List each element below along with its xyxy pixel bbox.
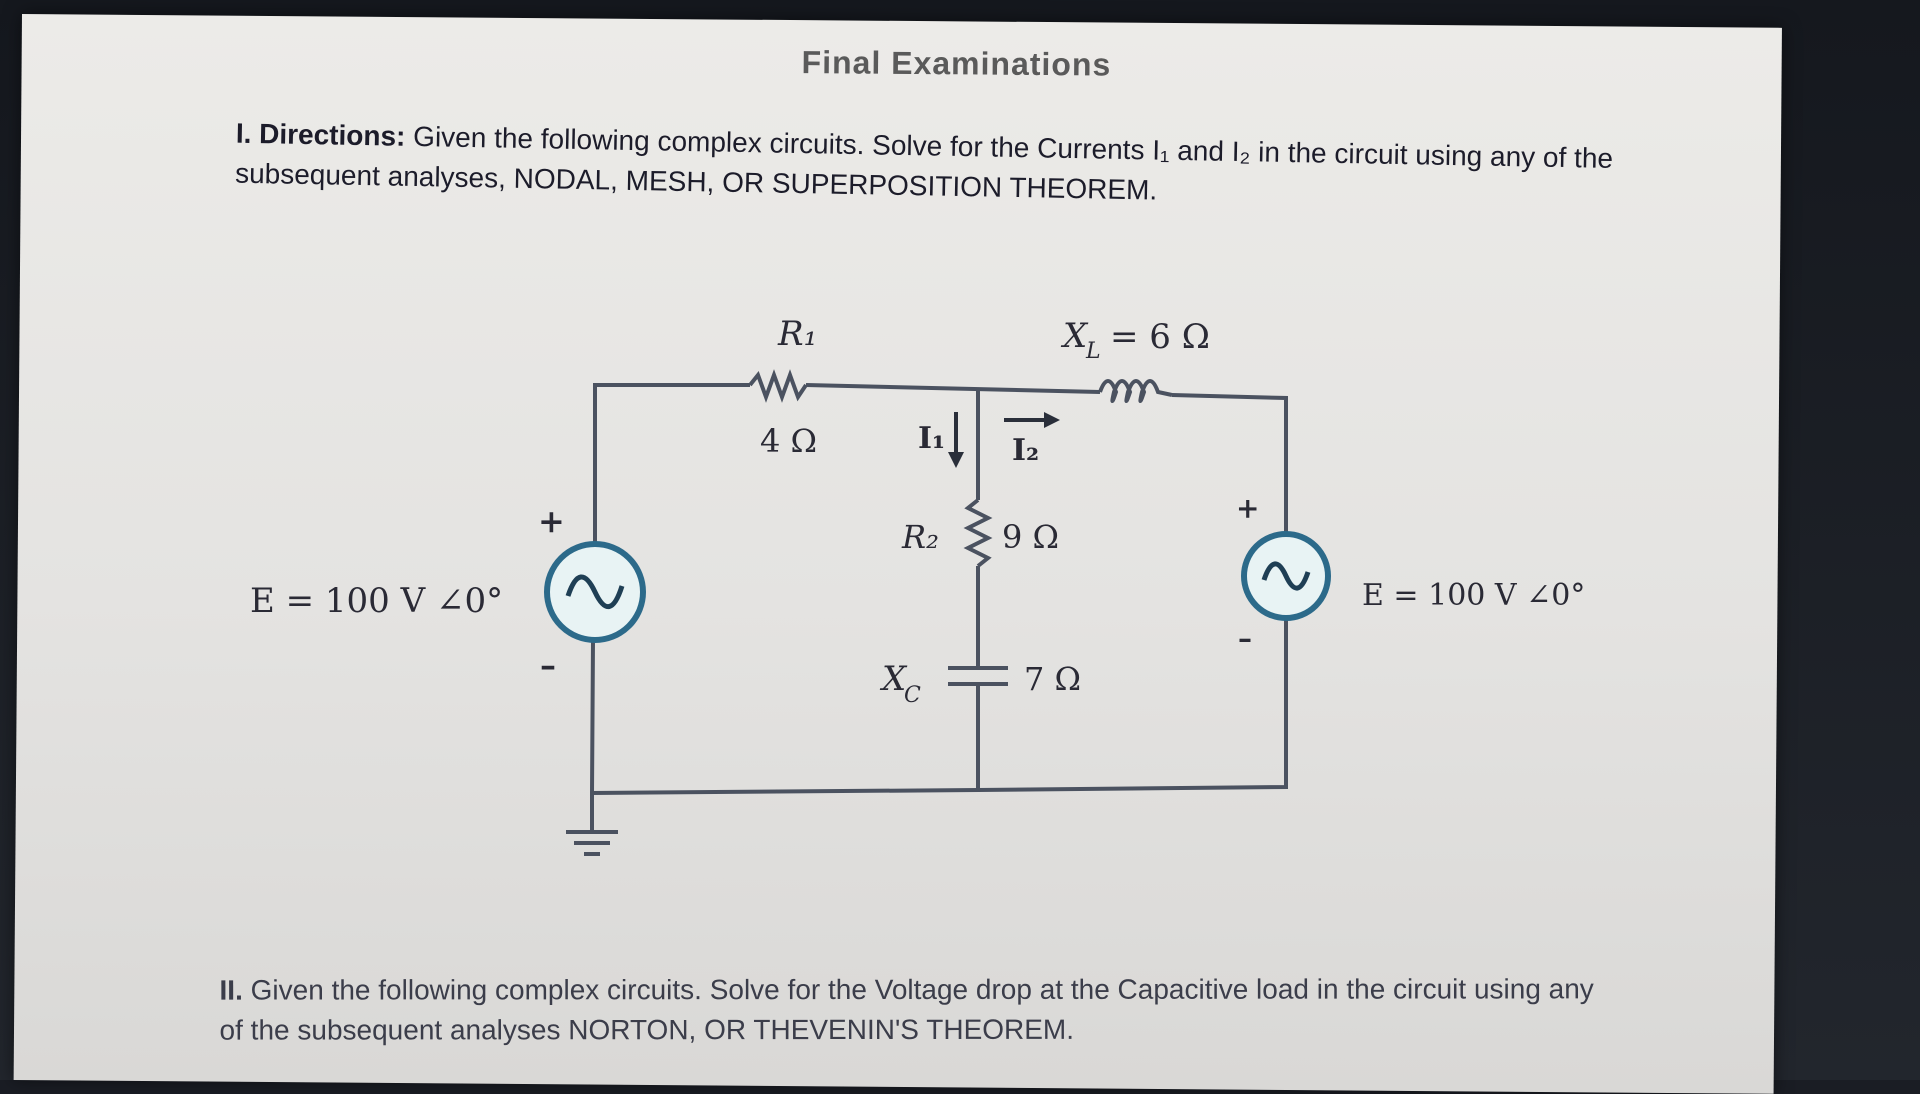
xc-subscript: C [904, 683, 921, 708]
wire-top-left [593, 383, 750, 388]
source-right-label: E = 100 V ∠0° [1362, 578, 1585, 613]
source-left-label: E = 100 V ∠0° [250, 581, 503, 621]
wire-bottom [591, 788, 979, 795]
source-right-plus: + [1236, 492, 1259, 525]
ac-source-left [544, 541, 646, 643]
source-left-plus: + [538, 502, 565, 540]
xc-label: X [879, 659, 908, 699]
wire-top-right [1171, 393, 1288, 548]
inductor-xl [1098, 379, 1173, 403]
xl-value: = 6 Ω [1110, 317, 1210, 357]
wire-right-lower [977, 620, 1288, 792]
i2-label: I₂ [1012, 433, 1039, 468]
source-right-minus: – [1238, 622, 1252, 655]
r1-label: R₁ [777, 314, 817, 354]
r2-label: R₂ [901, 518, 939, 556]
i1-label: I₁ [918, 421, 945, 456]
xc-value: 7 Ω [1024, 660, 1081, 698]
ground-icon [566, 830, 618, 856]
current-i2-arrow [1004, 412, 1060, 428]
resistor-r2 [963, 498, 993, 568]
ac-source-right [1241, 531, 1331, 621]
current-i1-arrow [948, 412, 964, 468]
r2-value: 9 Ω [1002, 518, 1059, 556]
wire-top-mid [805, 383, 1101, 394]
xl-label: X [1060, 316, 1089, 356]
wire-left-lower [590, 639, 595, 830]
r1-value: 4 Ω [760, 422, 817, 460]
resistor-r1 [748, 369, 808, 403]
xl-subscript: L [1085, 339, 1101, 364]
source-left-minus: – [540, 646, 556, 684]
